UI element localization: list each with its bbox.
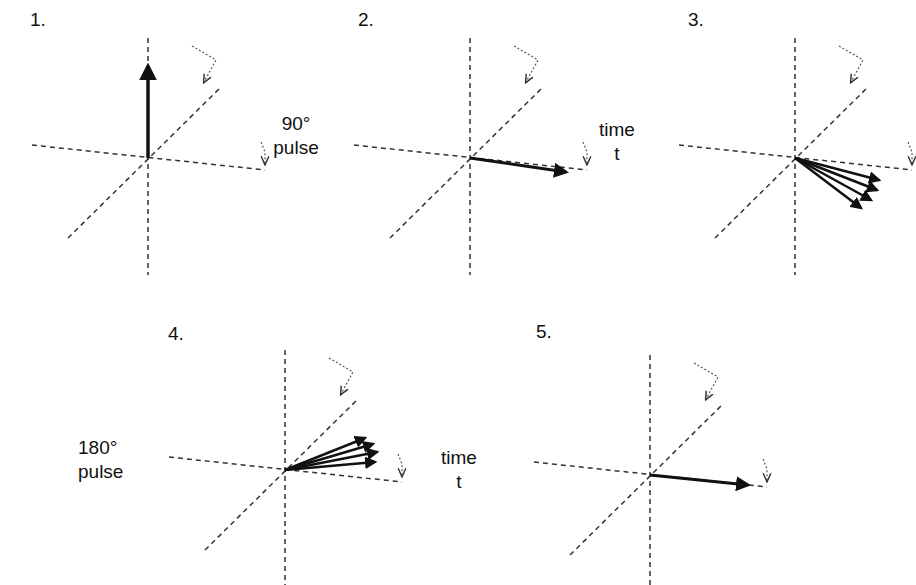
pulse-label: 90° pulse [270,112,322,160]
time-label: time t [596,118,638,166]
panel-1 [32,38,265,275]
panel-number: 2. [358,8,398,32]
panel-number: 1. [30,8,70,32]
panel-number: 5. [536,320,576,344]
panel-number: 3. [688,8,728,32]
panel-4 [169,350,402,585]
time-label: time t [438,446,480,494]
panel-2 [354,38,587,275]
panel-number: 4. [168,322,208,346]
panel-5 [534,355,767,585]
panel-3 [679,38,912,275]
pulse-label: 180° pulse [78,436,130,484]
